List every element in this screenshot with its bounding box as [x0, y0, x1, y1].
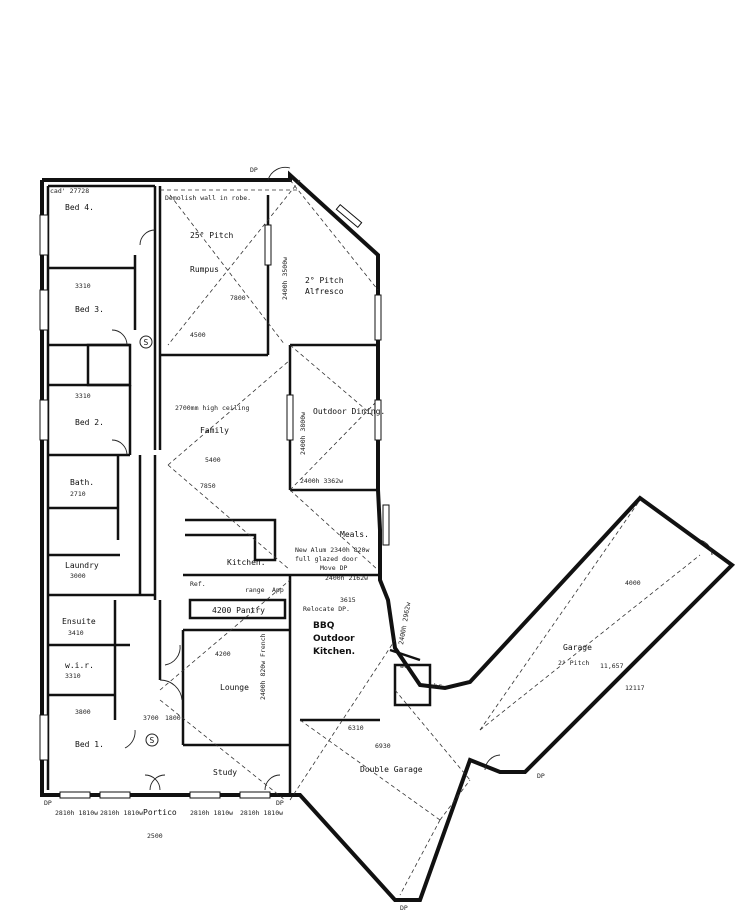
- window-2: 2810h 1810w: [100, 809, 143, 817]
- dg-d1: 6310: [348, 724, 364, 732]
- bed1-label: Bed 1.: [75, 740, 104, 749]
- smoke-detector-icon: [139, 335, 153, 349]
- rumpus-d2: 4500: [190, 331, 206, 339]
- dp-1: DP: [250, 166, 258, 174]
- meals-note2: full glazed door: [295, 555, 358, 563]
- dining-label: Outdoor Dining.: [313, 407, 385, 416]
- kitchen-label: Kitchen.: [227, 558, 266, 567]
- bed3-label: Bed 3.: [75, 305, 104, 314]
- room-labels: cad' 27728 Bed 4. Demolish wall in robe.…: [50, 187, 645, 840]
- smoke-label-2: S: [150, 736, 155, 745]
- ahr-label: ahr: [430, 682, 442, 690]
- dining-opening: 2400h 3800w: [299, 412, 307, 455]
- bed2-d1: 3310: [75, 392, 91, 400]
- bath-label: Bath.: [70, 478, 94, 487]
- window-3: 2810h 1810w: [190, 809, 233, 817]
- rumpus-d1: 7800: [230, 294, 246, 302]
- wc-label: wc: [400, 662, 408, 670]
- family-ceiling: 2700mm high ceiling: [175, 404, 249, 412]
- lounge-door: 2400h 820w French: [259, 633, 267, 700]
- portico-d1: 2500: [147, 832, 163, 840]
- dg-d2: 6930: [375, 742, 391, 750]
- bbq-side-window: 2400h 2962w: [397, 601, 412, 645]
- dp-5: DP: [400, 904, 408, 912]
- bed4-label: Bed 4.: [65, 203, 94, 212]
- kitchen-ref: Ref.: [190, 580, 206, 588]
- garage-d3: 12117: [625, 684, 645, 692]
- lounge-label: Lounge: [220, 683, 249, 692]
- dp-3: DP: [276, 799, 284, 807]
- study-label: Study: [213, 768, 237, 777]
- window-1: 2810h 1810w: [55, 809, 98, 817]
- doors: [111, 166, 713, 791]
- ensuite-d1: 3410: [68, 629, 84, 637]
- wir-label: w.i.r.: [65, 661, 94, 670]
- alfresco-opening: 2400h 3500w: [281, 257, 289, 300]
- bbq-d1: 3615: [340, 596, 356, 604]
- bbq-line3: Kitchen.: [313, 647, 355, 657]
- bed2-label: Bed 2.: [75, 418, 104, 427]
- bbq-line1: BBQ: [313, 621, 335, 631]
- windows: [39, 203, 390, 799]
- house-outline: [40, 170, 736, 902]
- rumpus-pitch: 25° Pitch: [190, 231, 234, 240]
- bbq-line2: Outdoor: [313, 634, 355, 644]
- family-d1: 5400: [205, 456, 221, 464]
- internal-walls-bedrooms: [48, 255, 292, 795]
- roof-lines: [159, 179, 701, 896]
- meals-label: Meals.: [340, 530, 369, 539]
- garage-d2: 11,657: [600, 662, 624, 670]
- dining-bottom-window: 2400h 3362w: [300, 477, 343, 485]
- meals-note1: New Alum 2340h 820w: [295, 546, 369, 554]
- laundry-label: Laundry: [65, 561, 99, 570]
- alfresco-label: Alfresco: [305, 287, 344, 296]
- demolish-note: Demolish wall in robe.: [165, 194, 251, 202]
- laundry-d1: 3000: [70, 572, 86, 580]
- downpipe-markers: DP DP DP DP DP: [44, 166, 545, 912]
- bath-d1: 2710: [70, 490, 86, 498]
- rumpus-label: Rumpus: [190, 265, 219, 274]
- study-d2: 1800: [165, 714, 181, 722]
- double-garage-label: Double Garage: [360, 765, 423, 774]
- pantry-label: 4200 Pantry: [212, 606, 265, 615]
- smoke-detector-icon: [145, 733, 159, 747]
- smoke-label-1: S: [144, 338, 149, 347]
- wir-d1: 3310: [65, 672, 81, 680]
- meals-top-window: 2400h 2162w: [325, 574, 368, 582]
- dp-2: DP: [44, 799, 52, 807]
- internal-walls-living: [160, 195, 432, 722]
- ensuite-label: Ensuite: [62, 617, 96, 626]
- family-label: Family: [200, 426, 229, 435]
- bed4-dims: cad' 27728: [50, 187, 89, 195]
- smoke-detectors: S S: [139, 335, 159, 747]
- garage-d1: 4000: [625, 579, 641, 587]
- lounge-d1: 4200: [215, 650, 231, 658]
- kitchen-range: range: [245, 586, 265, 594]
- dp-4: DP: [537, 772, 545, 780]
- alfresco-pitch: 2° Pitch: [305, 276, 344, 285]
- bed1-d1: 3800: [75, 708, 91, 716]
- study-d1: 3700: [143, 714, 159, 722]
- bed3-d1: 3310: [75, 282, 91, 290]
- kitchen-app: App: [272, 586, 284, 594]
- family-d2: 7850: [200, 482, 216, 490]
- window-4: 2810h 1810w: [240, 809, 283, 817]
- relocate-note: Relocate DP.: [303, 605, 350, 613]
- meals-note3: Move DP: [320, 564, 347, 572]
- garage-label: Garage: [563, 643, 592, 652]
- garage-pitch: 2° Pitch: [558, 659, 589, 667]
- portico-label: Portico: [143, 808, 177, 817]
